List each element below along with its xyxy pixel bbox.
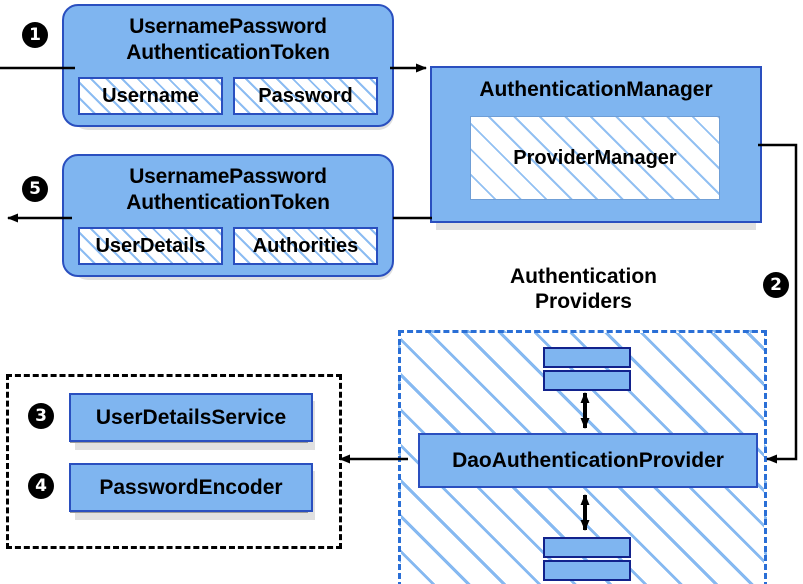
passwordencoder-box[interactable]: PasswordEncoder [69, 463, 313, 512]
providers-caption-line1: Authentication [510, 265, 657, 288]
request-token-title-line2: AuthenticationToken [126, 41, 330, 64]
userdetailsservice-label: UserDetailsService [95, 405, 287, 429]
passwordencoder-label: PasswordEncoder [99, 475, 283, 499]
step-badge-2: 2 [763, 272, 789, 298]
userdetails-slot-label: UserDetails [95, 234, 206, 257]
response-token-title-line1: UsernamePassword [129, 165, 327, 188]
response-token-slot-row: UserDetails Authorities [78, 227, 378, 265]
step-badge-1: 1 [22, 22, 48, 48]
authentication-manager-box[interactable]: AuthenticationManager ProviderManager [430, 66, 762, 223]
request-token-title-line1: UsernamePassword [129, 15, 327, 38]
provider-bar-2[interactable] [543, 370, 631, 391]
authentication-providers-caption: Authentication Providers [466, 264, 701, 314]
request-token-card[interactable]: UsernamePassword AuthenticationToken Use… [62, 4, 394, 127]
request-token-slot-password[interactable]: Password [233, 77, 378, 115]
provider-manager-label: ProviderManager [513, 146, 677, 169]
providers-caption-line2: Providers [535, 290, 632, 313]
step-badge-5: 5 [22, 176, 48, 202]
authentication-manager-title: AuthenticationManager [479, 78, 713, 101]
authorities-slot-label: Authorities [252, 234, 359, 257]
step-badge-4: 4 [28, 473, 54, 499]
password-slot-label: Password [258, 84, 353, 107]
provider-bar-3[interactable] [543, 537, 631, 558]
response-token-slot-userdetails[interactable]: UserDetails [78, 227, 223, 265]
userdetailsservice-box[interactable]: UserDetailsService [69, 393, 313, 442]
provider-bar-1[interactable] [543, 347, 631, 368]
request-token-slot-username[interactable]: Username [78, 77, 223, 115]
request-token-title: UsernamePassword AuthenticationToken [64, 6, 392, 66]
provider-manager-box[interactable]: ProviderManager [470, 116, 720, 200]
response-token-title-line2: AuthenticationToken [126, 191, 330, 214]
response-token-card[interactable]: UsernamePassword AuthenticationToken Use… [62, 154, 394, 277]
dao-authentication-provider-box[interactable]: DaoAuthenticationProvider [418, 433, 758, 488]
username-slot-label: Username [102, 84, 199, 107]
response-token-title: UsernamePassword AuthenticationToken [64, 156, 392, 216]
provider-bar-4[interactable] [543, 560, 631, 581]
step-badge-3: 3 [28, 403, 54, 429]
request-token-slot-row: Username Password [78, 77, 378, 115]
dao-authentication-provider-label: DaoAuthenticationProvider [452, 448, 724, 472]
response-token-slot-authorities[interactable]: Authorities [233, 227, 378, 265]
